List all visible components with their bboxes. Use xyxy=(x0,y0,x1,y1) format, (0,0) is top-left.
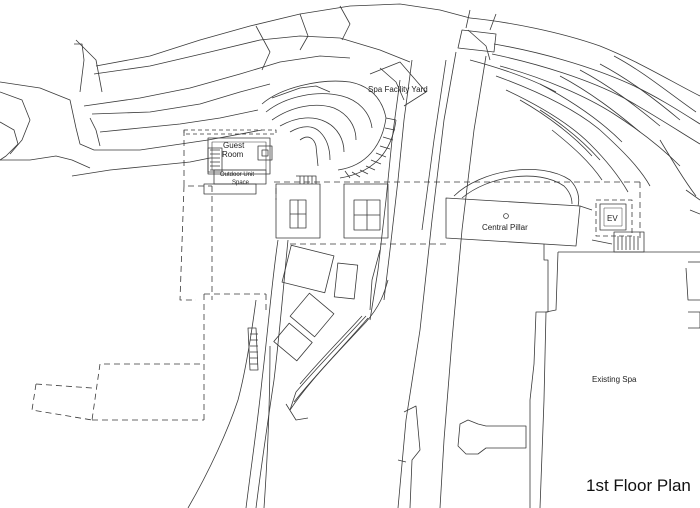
curved-stair xyxy=(337,117,397,179)
label-spa-facility-yard: Spa Facility Yard xyxy=(368,85,428,94)
bridge-road xyxy=(369,9,497,508)
plan-labels: Spa Facility Yard Guest Room Outdoor Uni… xyxy=(220,85,637,384)
label-guest-room-1: Guest xyxy=(223,141,245,150)
central-pillar-area xyxy=(445,169,645,253)
existing-spa-outline xyxy=(457,244,700,508)
terrain-contours-left xyxy=(0,3,471,177)
label-existing-spa: Existing Spa xyxy=(592,375,637,384)
label-central-pillar: Central Pillar xyxy=(482,223,528,232)
terrain-slope-right xyxy=(467,17,700,215)
terrain-contours-yard xyxy=(261,61,427,167)
label-outdoor-unit-2: Space xyxy=(232,180,250,186)
label-outdoor-unit-1: Outdoor Unit xyxy=(220,172,254,178)
drawing-title: 1st Floor Plan xyxy=(586,476,691,495)
label-guest-room-2: Room xyxy=(222,150,244,159)
guest-room-building xyxy=(183,129,277,195)
lower-courtyard xyxy=(187,239,389,508)
central-building xyxy=(275,175,389,239)
label-ev: EV xyxy=(607,214,618,223)
floor-outline-dashed xyxy=(31,130,641,421)
